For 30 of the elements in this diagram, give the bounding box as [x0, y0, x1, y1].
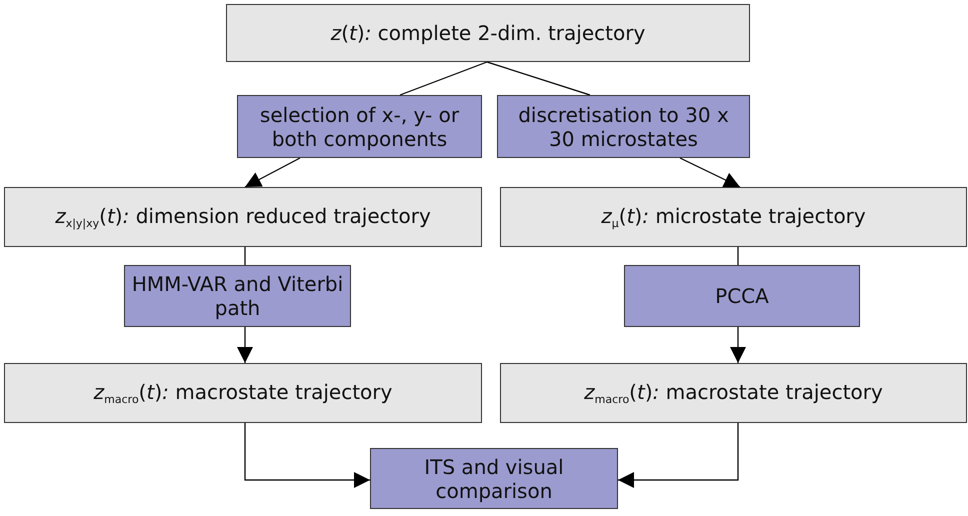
- arrow: [244, 423, 370, 488]
- arrow: [237, 327, 253, 363]
- node-label: z$_{μ}$(t): microstate trajectory: [601, 204, 866, 230]
- arrow: [730, 327, 746, 363]
- node-label: z$_{macro}$(t): macrostate trajectory: [94, 380, 392, 406]
- node-label: discretisation to 30 x 30 microstates: [517, 102, 730, 150]
- connector-line: [486, 61, 590, 96]
- trajectory-box: [226, 4, 750, 62]
- node-label: selection of x-, y- or both components: [258, 102, 460, 150]
- node-label: PCCA: [715, 284, 769, 308]
- connector-line: [400, 61, 488, 96]
- node-label: HMM-VAR and Viterbi path: [131, 272, 344, 320]
- trajectory-box: [4, 187, 482, 247]
- method-box: [497, 95, 750, 158]
- node-label: z(t): complete 2-dim. trajectory: [330, 21, 646, 45]
- method-box: [370, 448, 618, 509]
- node-label: ITS and visual comparison: [423, 454, 565, 502]
- trajectory-box: [500, 363, 967, 423]
- connector-line: [737, 247, 739, 265]
- arrow: [680, 157, 740, 188]
- node-label: z$_{x|y|xy}$(t): dimension reduced trajectory: [55, 204, 431, 230]
- trajectory-box: [500, 187, 967, 247]
- method-box: [124, 265, 351, 327]
- method-box: [624, 265, 860, 327]
- node-label: z$_{macro}$(t): macrostate trajectory: [584, 380, 883, 406]
- arrow: [618, 423, 739, 488]
- connector-line: [244, 247, 246, 265]
- method-box: [237, 95, 482, 158]
- trajectory-box: [4, 363, 482, 423]
- arrow: [244, 157, 300, 188]
